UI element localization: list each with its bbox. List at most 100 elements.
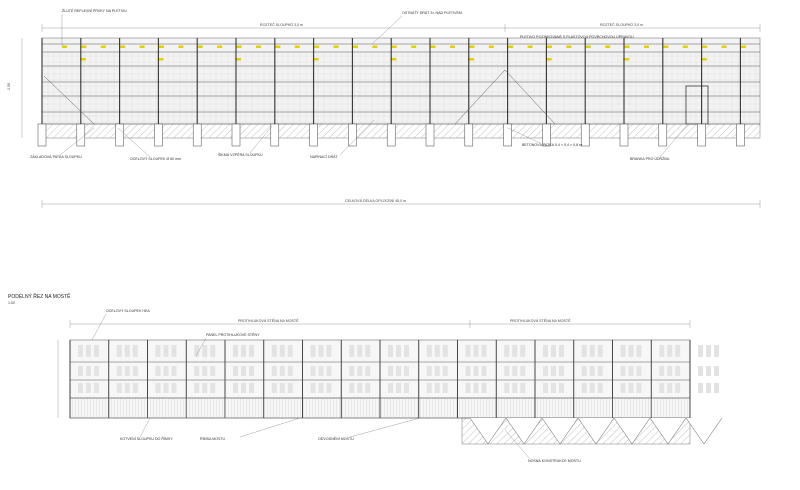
panel-window bbox=[163, 383, 169, 393]
panel-window bbox=[287, 383, 293, 393]
reflector bbox=[488, 45, 494, 48]
reflector bbox=[566, 45, 572, 48]
panel-window bbox=[241, 383, 246, 393]
panel-window bbox=[504, 366, 510, 376]
panel-window bbox=[318, 366, 324, 376]
panel-window bbox=[597, 366, 603, 376]
panel-window bbox=[597, 383, 603, 393]
fence-elevation: ROZTEČ SLOUPKŮ 3,0 m ROZTEČ SLOUPKŮ 3,0 … bbox=[7, 8, 761, 208]
panel-window bbox=[326, 345, 332, 357]
reflector bbox=[157, 58, 164, 61]
deck-support bbox=[613, 417, 651, 445]
panel-window bbox=[589, 345, 595, 357]
panel-window bbox=[271, 383, 277, 393]
panel-window bbox=[318, 383, 324, 393]
post-footing bbox=[464, 123, 474, 147]
reflector bbox=[120, 45, 126, 48]
panel-window bbox=[365, 345, 371, 357]
panel-window bbox=[388, 366, 393, 376]
reflector bbox=[100, 45, 106, 48]
panel-window bbox=[202, 366, 208, 376]
panel-window bbox=[465, 366, 471, 376]
panel-window bbox=[504, 383, 510, 393]
reflective-markers bbox=[62, 45, 746, 61]
note-ledge: ŘÍMSA MOSTU bbox=[200, 436, 226, 441]
panel-window bbox=[473, 345, 479, 357]
panel-window bbox=[636, 383, 642, 393]
panel-window bbox=[551, 383, 556, 393]
note-reflectors: ŽLUTÉ REFLEXNÍ PRVKY NA PLETIVU bbox=[62, 8, 127, 13]
panel-window bbox=[202, 383, 208, 393]
panel-window bbox=[155, 383, 161, 393]
panel-window bbox=[675, 366, 681, 376]
panel-window bbox=[628, 345, 634, 357]
deck-support bbox=[541, 417, 579, 445]
panel-window bbox=[581, 345, 587, 357]
panel-window bbox=[86, 383, 91, 393]
panel-window bbox=[357, 366, 363, 376]
panel-window bbox=[559, 345, 564, 357]
panel-window bbox=[194, 366, 200, 376]
panel-window bbox=[659, 366, 665, 376]
panel-window bbox=[94, 383, 99, 393]
note-barbed-wire: OSTNATÝ DRÁT 3× NAD PLETIVEM bbox=[402, 11, 462, 15]
panel-window bbox=[659, 345, 665, 357]
post-footings bbox=[37, 123, 745, 147]
panel-window bbox=[194, 345, 200, 357]
panel-window bbox=[271, 366, 277, 376]
reflector bbox=[741, 45, 746, 48]
post-footing bbox=[503, 123, 512, 147]
deck-support bbox=[505, 417, 543, 445]
panel-window bbox=[512, 383, 518, 393]
post-footing bbox=[154, 123, 163, 147]
panel-window bbox=[365, 366, 371, 376]
panel-window bbox=[249, 345, 254, 357]
fence-posts bbox=[41, 38, 741, 124]
reflector bbox=[80, 58, 86, 61]
panel-window bbox=[86, 345, 91, 357]
panel-window bbox=[396, 383, 401, 393]
reflector bbox=[605, 45, 611, 48]
post-footing bbox=[697, 123, 706, 147]
panel-window bbox=[706, 345, 711, 357]
panel-window bbox=[78, 366, 83, 376]
note-drainage: ODVODNĚNÍ MOSTU bbox=[318, 436, 354, 441]
panel-window bbox=[171, 345, 177, 357]
panel-window bbox=[620, 383, 626, 393]
deck-support bbox=[577, 417, 615, 445]
panel-window bbox=[349, 345, 355, 357]
panel-window bbox=[241, 366, 246, 376]
panel-window bbox=[714, 383, 719, 393]
note-anchoring: KOTVENÍ SLOUPKU DO ŘÍMSY bbox=[120, 436, 173, 441]
panel-window bbox=[388, 383, 393, 393]
section-title: PODÉLNÝ ŘEZ NA MOSTĚ bbox=[8, 292, 71, 300]
panel-window bbox=[287, 366, 293, 376]
panel-window bbox=[86, 366, 91, 376]
panel-window bbox=[667, 366, 673, 376]
panel-window bbox=[698, 345, 703, 357]
panel-window bbox=[659, 383, 665, 393]
panel-window bbox=[124, 366, 130, 376]
panel-window bbox=[404, 366, 409, 376]
panel-window bbox=[349, 383, 355, 393]
reflector bbox=[547, 45, 552, 48]
panel-window bbox=[628, 366, 634, 376]
panel-window bbox=[210, 383, 216, 393]
reflector bbox=[235, 58, 242, 61]
panel-window bbox=[543, 345, 548, 357]
panel-window bbox=[78, 383, 83, 393]
overall-dimension: CELKOVÁ DÉLKA OPLOCENÍ 45,0 m bbox=[345, 198, 406, 203]
panel-window bbox=[667, 383, 673, 393]
panel-window bbox=[404, 383, 409, 393]
reflector bbox=[333, 45, 339, 48]
panel-window bbox=[241, 345, 246, 357]
post-footing bbox=[309, 123, 318, 147]
post-footing bbox=[619, 123, 629, 147]
panel-window bbox=[520, 366, 526, 376]
panel-window bbox=[636, 366, 642, 376]
panel-window bbox=[249, 383, 254, 393]
panel-window bbox=[675, 345, 681, 357]
reflector bbox=[390, 58, 397, 61]
reflector bbox=[663, 45, 669, 48]
strut-mid-left bbox=[454, 69, 506, 125]
